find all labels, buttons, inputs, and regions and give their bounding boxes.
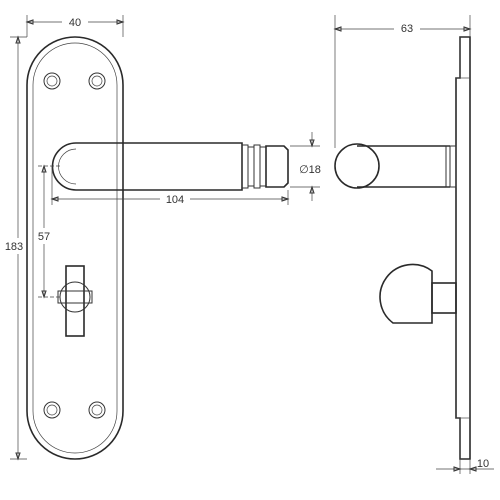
center-distance-dimension: 57 (34, 164, 54, 299)
turn-profile (379, 263, 457, 324)
top-left-screw-hole (43, 72, 61, 90)
height-dimension: 183 (3, 35, 27, 461)
projection-dimension: 63 (333, 15, 472, 148)
width-label: 40 (69, 17, 81, 29)
backplate-profile (455, 36, 471, 460)
plate-thickness-dimension: 10 (436, 458, 494, 474)
lever-diameter-label: ∅18 (299, 164, 321, 176)
backplate-inner-outline (32, 42, 118, 454)
privacy-turn (57, 265, 93, 337)
bottom-right-screw-hole (88, 401, 106, 419)
front-dimensions: 40 183 104 (3, 14, 326, 461)
projection-label: 63 (401, 23, 413, 35)
bottom-left-screw-hole (43, 401, 61, 419)
backplate-outline (26, 36, 124, 460)
width-dimension: 40 (25, 14, 125, 37)
plate-thickness-label: 10 (477, 458, 489, 470)
lever-length-dimension: 104 (50, 166, 290, 206)
lever-diameter-dimension: ∅18 (290, 132, 326, 201)
lever-profile (334, 143, 457, 189)
front-view (26, 36, 289, 460)
center-distance-label: 57 (38, 231, 50, 243)
side-view (334, 36, 471, 460)
side-dimensions: 63 10 (333, 15, 494, 474)
height-label: 183 (5, 241, 23, 253)
lever-length-label: 104 (166, 194, 184, 206)
top-right-screw-hole (88, 72, 106, 90)
lever-handle (51, 142, 289, 191)
